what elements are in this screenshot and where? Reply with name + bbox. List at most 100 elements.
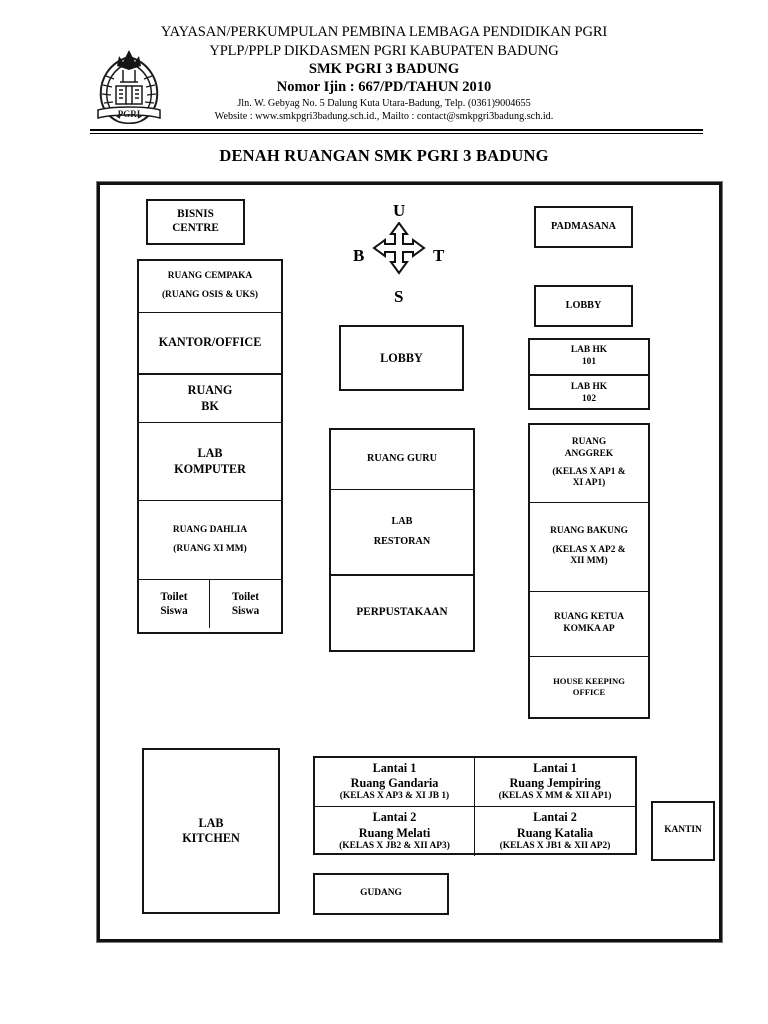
header-rule-upper <box>90 129 703 131</box>
room-lab-hk-101[interactable]: LAB HK 101 <box>530 340 648 376</box>
room-ruang-katalia[interactable]: Lantai 2 Ruang Katalia (KELAS X JB1 & XI… <box>475 807 635 856</box>
org-name-line-2: YPLP/PPLP DIKDASMEN PGRI KABUPATEN BADUN… <box>209 43 559 59</box>
room-ruang-melati[interactable]: Lantai 2 Ruang Melati (KELAS X JB2 & XII… <box>315 807 475 856</box>
room-label-line-2: (RUANG XI MM) <box>173 543 247 554</box>
room-kantor-office[interactable]: KANTOR/OFFICE <box>139 313 281 375</box>
room-toilet-siswa-right[interactable]: Toilet Siswa <box>210 580 281 628</box>
room-label-line-3: (KELAS X AP3 & XI JB 1) <box>339 791 450 802</box>
room-label-line-1: RUANG DAHLIA <box>172 524 248 535</box>
room-label-line-4: XI AP1) <box>572 478 606 489</box>
room-label-line-1: RUANG <box>187 383 233 398</box>
room-perpustakaan[interactable]: PERPUSTAKAAN <box>331 576 473 650</box>
room-padmasana[interactable]: PADMASANA <box>534 206 633 248</box>
room-bisnis-centre[interactable]: BISNIS CENTRE <box>146 199 245 245</box>
room-ruang-bakung[interactable]: RUANG BAKUNG (KELAS X AP2 & XII MM) <box>530 503 648 592</box>
room-kantin[interactable]: KANTIN <box>651 801 715 861</box>
room-label-line-1: RUANG CEMPAKA <box>167 271 253 282</box>
room-ruang-guru[interactable]: RUANG GURU <box>331 430 473 490</box>
room-lobby-right[interactable]: LOBBY <box>534 285 633 327</box>
page-title: DENAH RUANGAN SMK PGRI 3 BADUNG <box>219 146 549 165</box>
room-label-line-2: CENTRE <box>172 222 219 234</box>
room-label-line-1: Toilet <box>232 591 259 603</box>
compass-arrows-icon <box>372 222 426 275</box>
letterhead: PGRI YAYASAN/PERKUMPULAN PEMBINA LEMBAGA… <box>0 0 768 136</box>
toilet-row: Toilet Siswa Toilet Siswa <box>139 580 281 628</box>
classroom-grid-block: Lantai 1 Ruang Gandaria (KELAS X AP3 & X… <box>313 756 637 856</box>
compass-west-label: B <box>353 246 365 265</box>
compass-north-label: U <box>393 201 406 220</box>
room-label-line-1: RUANG <box>571 437 607 448</box>
room-lobby-center[interactable]: LOBBY <box>339 325 464 391</box>
pgri-logo: PGRI <box>90 46 168 128</box>
room-label-line-2: (RUANG OSIS & UKS) <box>161 290 259 300</box>
school-name: SMK PGRI 3 BADUNG <box>308 61 460 77</box>
compass-south-label: S <box>394 287 404 306</box>
room-label-line-1: PERPUSTAKAAN <box>356 606 448 619</box>
room-ruang-cempaka[interactable]: RUANG CEMPAKA (RUANG OSIS & UKS) <box>139 261 281 313</box>
room-label-line-1: GUDANG <box>360 888 402 899</box>
address-line: Jln. W. Gebyag No. 5 Dalung Kuta Utara-B… <box>237 98 531 109</box>
room-label-line-2: RESTORAN <box>373 535 431 547</box>
room-ruang-ketua-komka-ap[interactable]: RUANG KETUA KOMKA AP <box>530 592 648 657</box>
room-label-line-1: LAB <box>198 816 224 831</box>
license-number: Nomor Ijin : 667/PD/TAHUN 2010 <box>276 79 492 95</box>
room-label-line-1: KANTIN <box>664 825 702 836</box>
room-label-line-2: Ruang Melati <box>358 825 431 840</box>
lab-hk-block: LAB HK 101 LAB HK 102 <box>528 338 650 410</box>
room-label-line-3: XII MM) <box>570 556 608 567</box>
room-ruang-bk[interactable]: RUANG BK <box>139 375 281 423</box>
room-label-line-3: (KELAS X JB2 & XII AP3) <box>339 840 450 851</box>
room-label-line-1: KANTOR/OFFICE <box>158 335 262 350</box>
room-label-line-1: LOBBY <box>380 350 423 365</box>
classroom-row-lantai-1: Lantai 1 Ruang Gandaria (KELAS X AP3 & X… <box>315 758 635 807</box>
room-label-line-3: (KELAS X JB1 & XII AP2) <box>499 840 611 851</box>
room-label-line-1: LAB HK <box>570 345 608 356</box>
classroom-row-lantai-2: Lantai 2 Ruang Melati (KELAS X JB2 & XII… <box>315 807 635 856</box>
room-ruang-anggrek[interactable]: RUANG ANGGREK (KELAS X AP1 & XI AP1) <box>530 425 648 503</box>
room-label-line-3: (KELAS X MM & XII AP1) <box>498 791 612 802</box>
room-label-line-1: PADMASANA <box>551 220 616 232</box>
room-label-line-1: LAB <box>391 515 413 527</box>
room-label-line-1: Lantai 2 <box>372 810 417 825</box>
room-label-line-2: Siswa <box>231 605 260 617</box>
room-label-line-1: LAB <box>197 446 223 461</box>
website-line: Website : www.smkpgri3badung.sch.id., Ma… <box>214 111 554 122</box>
room-label-line-2: KOMPUTER <box>174 461 246 476</box>
room-ruang-gandaria[interactable]: Lantai 1 Ruang Gandaria (KELAS X AP3 & X… <box>315 758 475 806</box>
room-label-line-2: KITCHEN <box>182 831 240 845</box>
room-ruang-dahlia[interactable]: RUANG DAHLIA (RUANG XI MM) <box>139 501 281 580</box>
room-label-line-2: Siswa <box>160 605 188 617</box>
header-rule-lower <box>90 133 703 134</box>
room-label-line-2: 102 <box>581 394 597 404</box>
room-label-line-1: Lantai 1 <box>372 760 417 775</box>
room-toilet-siswa-left[interactable]: Toilet Siswa <box>139 580 210 628</box>
room-lab-restoran[interactable]: LAB RESTORAN <box>331 490 473 576</box>
room-label-line-1: Lantai 2 <box>533 810 577 825</box>
room-label-line-2: OFFICE <box>572 687 606 697</box>
room-label-line-1: RUANG GURU <box>367 453 437 465</box>
compass-rose: U T S B <box>343 200 455 308</box>
room-house-keeping-office[interactable]: HOUSE KEEPING OFFICE <box>530 657 648 717</box>
room-label-line-1: HOUSE KEEPING <box>553 676 625 687</box>
room-gudang[interactable]: GUDANG <box>313 873 449 915</box>
left-building-block: RUANG CEMPAKA (RUANG OSIS & UKS) KANTOR/… <box>137 259 283 634</box>
room-label-line-1: Lantai 1 <box>533 760 577 775</box>
room-label-line-2: KOMKA AP <box>563 624 615 634</box>
org-name-line-1: YAYASAN/PERKUMPULAN PEMBINA LEMBAGA PEND… <box>160 24 608 40</box>
room-label-line-1: RUANG BAKUNG <box>550 526 628 537</box>
room-label-line-2: ANGGREK <box>564 448 614 459</box>
room-label-line-2: BK <box>201 398 219 413</box>
floor-plan-frame: U T S B BISNIS CENTRE RUANG CEMPAKA (RUA… <box>97 182 722 942</box>
room-lab-hk-102[interactable]: LAB HK 102 <box>530 376 648 412</box>
room-lab-kitchen[interactable]: LAB KITCHEN <box>142 748 280 914</box>
room-label-line-1: Toilet <box>160 591 188 603</box>
room-label-line-3: (KELAS X AP1 & <box>552 466 626 477</box>
logo-banner-text: PGRI <box>118 109 141 119</box>
room-label-line-2: Ruang Gandaria <box>350 776 439 791</box>
room-lab-komputer[interactable]: LAB KOMPUTER <box>139 423 281 501</box>
room-label-line-1: BISNIS <box>177 208 214 221</box>
room-ruang-jempiring[interactable]: Lantai 1 Ruang Jempiring (KELAS X MM & X… <box>475 758 635 806</box>
room-label-line-2: (KELAS X AP2 & <box>552 544 626 555</box>
room-label-line-2: Ruang Jempiring <box>509 776 601 791</box>
room-label-line-1: LOBBY <box>565 299 602 311</box>
